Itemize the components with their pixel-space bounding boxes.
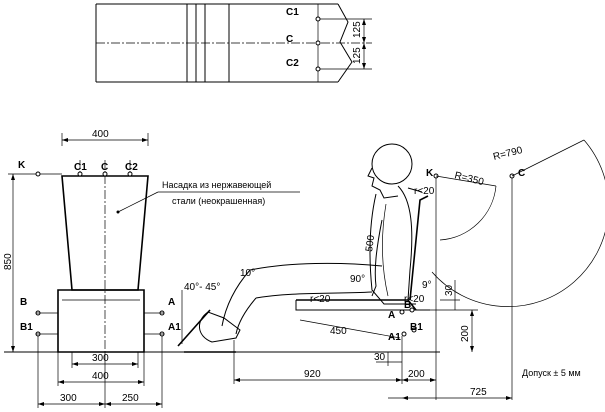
- side-point-k: K: [426, 168, 434, 179]
- angle-knee: 90°: [350, 274, 365, 285]
- front-dim-height: 850: [3, 253, 14, 270]
- top-point-c1: C1: [286, 7, 299, 18]
- dim-200-vertical: 200: [460, 325, 471, 342]
- angle-pedal: 40°- 45°: [184, 282, 220, 293]
- dim-200-horizontal: 200: [408, 369, 425, 380]
- front-point-a: A: [168, 297, 175, 308]
- note-line-2: стали (неокрашенная): [172, 196, 265, 206]
- front-dim-base-inner: 300: [92, 353, 109, 364]
- note-line-1: Насадка из нержавеющей: [162, 180, 271, 190]
- dim-seat: 450: [330, 326, 347, 337]
- r-seat: r<20: [404, 294, 425, 305]
- front-point-b: B: [20, 297, 27, 308]
- dim-30-vertical: 30: [444, 284, 455, 296]
- side-point-b1: B1: [410, 322, 423, 333]
- top-point-c: C: [286, 34, 293, 45]
- top-view: C1 C C2 125 125: [95, 3, 372, 83]
- r-350: R=350: [453, 170, 485, 188]
- front-point-c2: C2: [125, 162, 138, 173]
- top-dim-upper: 125: [352, 21, 363, 38]
- r-heel: r<20: [310, 294, 331, 305]
- dim-30-horizontal: 30: [374, 352, 386, 363]
- dim-920: 920: [304, 369, 321, 380]
- side-point-a1: A1: [388, 332, 401, 343]
- front-dim-right: 250: [122, 393, 139, 404]
- side-view: A A1 B B1 K C R=350 R=790 40°- 45° 10° 9…: [177, 139, 605, 400]
- front-dim-width-top: 400: [92, 129, 109, 140]
- front-dim-left: 300: [60, 393, 77, 404]
- front-point-b1: B1: [20, 322, 33, 333]
- top-point-c2: C2: [286, 58, 299, 69]
- front-dim-base-outer: 400: [92, 371, 109, 382]
- r-head: r<20: [414, 186, 435, 197]
- top-dim-lower: 125: [352, 47, 363, 64]
- tolerance-note: Допуск ± 5 мм: [522, 368, 581, 378]
- front-point-c1: C1: [74, 162, 87, 173]
- dim-torso: 500: [364, 234, 377, 252]
- r-790: R=790: [492, 145, 524, 163]
- side-point-b: B: [404, 300, 411, 311]
- side-point-a: A: [388, 310, 395, 321]
- front-point-a1: A1: [168, 322, 181, 333]
- angle-back: 9°: [422, 280, 432, 291]
- front-point-k: K: [18, 160, 26, 171]
- side-point-c: C: [518, 168, 525, 179]
- angle-thigh: 10°: [240, 268, 255, 279]
- dim-725: 725: [470, 387, 487, 398]
- front-point-c: C: [101, 162, 108, 173]
